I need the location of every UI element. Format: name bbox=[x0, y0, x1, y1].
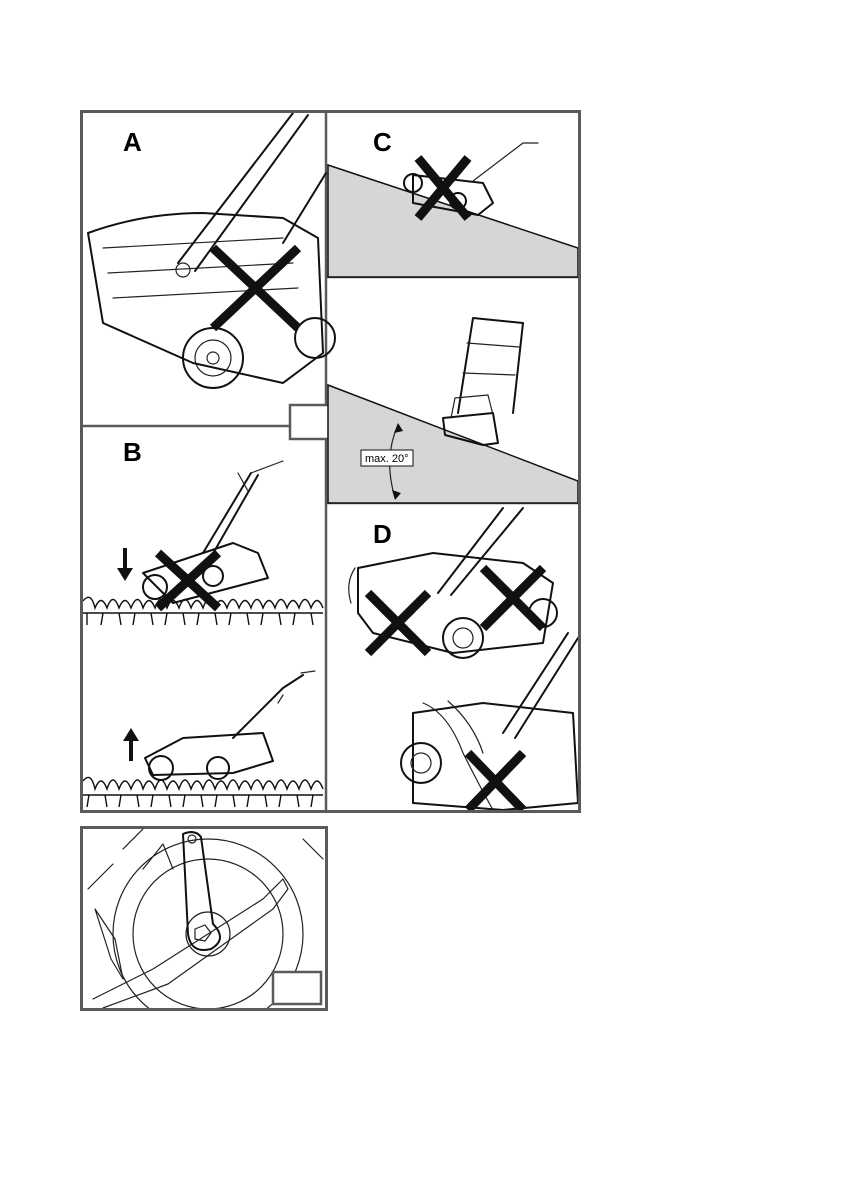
panel-b-level-scarifier-bottom bbox=[145, 671, 315, 780]
panel-c-label: C bbox=[373, 127, 392, 157]
panel-c: C max. bbox=[328, 127, 578, 503]
main-figure-illustration: A B bbox=[83, 113, 578, 810]
panel-d: D bbox=[349, 508, 578, 810]
figure-number-box-blade bbox=[273, 972, 321, 1004]
panel-b-grass-bottom bbox=[83, 777, 323, 789]
panel-b-tilted-scarifier-top bbox=[143, 461, 283, 603]
main-figure-frame: A B bbox=[80, 110, 581, 813]
panel-b: B bbox=[83, 437, 323, 807]
panel-b-arrow-down-icon bbox=[117, 548, 133, 581]
wrench-icon bbox=[183, 832, 220, 950]
panel-d-label: D bbox=[373, 519, 392, 549]
panel-c-angle-label: max. 20° bbox=[365, 453, 409, 465]
panel-c-slope-correct bbox=[328, 385, 578, 503]
panel-a-label: A bbox=[123, 127, 142, 157]
panel-b-label: B bbox=[123, 437, 142, 467]
panel-c-scarifier-along-slope bbox=[443, 318, 523, 445]
panel-a: A bbox=[88, 113, 335, 388]
panel-b-arrow-up-icon bbox=[123, 728, 139, 761]
blade-wrench-illustration bbox=[83, 829, 325, 1008]
blade-figure-frame bbox=[80, 826, 328, 1011]
